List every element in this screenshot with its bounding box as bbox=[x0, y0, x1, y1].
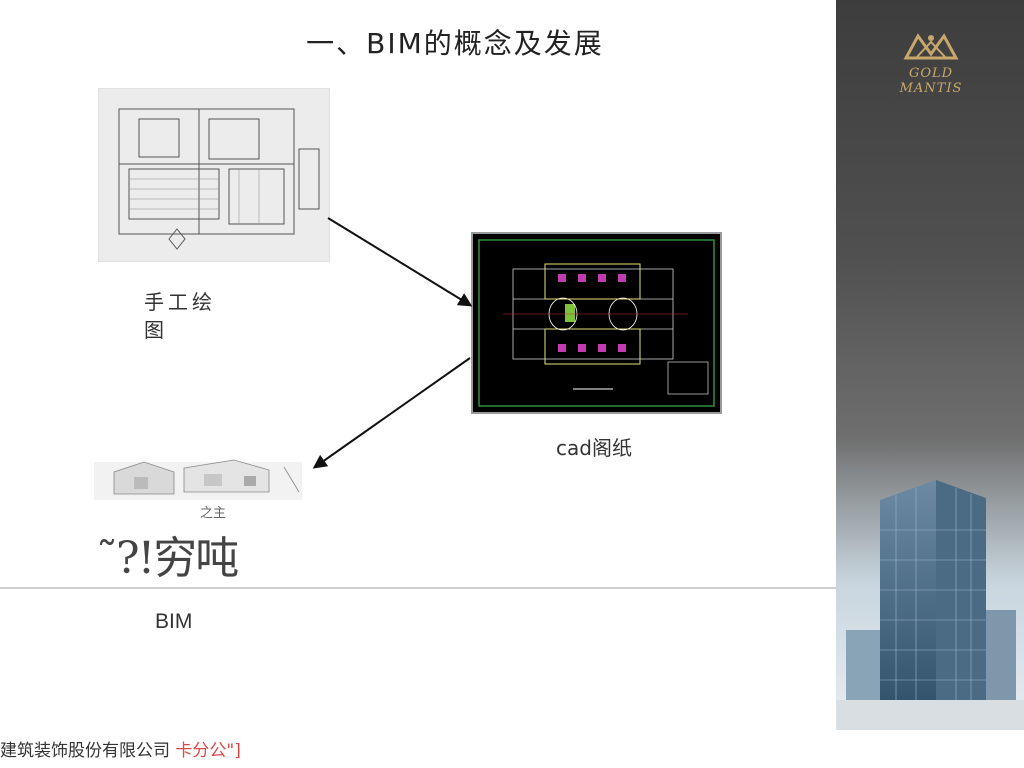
hand-drawing-label: 手工绘图 bbox=[144, 290, 216, 342]
hand-drawing-image bbox=[98, 88, 330, 262]
footer-company: 建筑装饰股份有限公司 卡分公"] bbox=[0, 736, 241, 761]
footer-branch: 卡分公"] bbox=[175, 741, 241, 761]
bim-model-image bbox=[94, 432, 302, 500]
slide-title: 一、BIM的概念及发展 bbox=[306, 27, 604, 60]
flow-arrows bbox=[312, 217, 473, 469]
arrow-cad-to-bim bbox=[312, 357, 471, 469]
mantis-emblem-icon bbox=[903, 33, 959, 60]
cad-drawing-image bbox=[471, 232, 722, 414]
section-divider bbox=[0, 587, 836, 589]
company-logo: GOLD MANTIS bbox=[876, 28, 986, 98]
building-photo bbox=[836, 480, 1024, 730]
footer-company-name: 建筑装饰股份有限公司 bbox=[0, 741, 170, 761]
arrow-hand-to-cad bbox=[327, 217, 473, 307]
logo-wordmark: GOLD MANTIS bbox=[899, 66, 963, 96]
bim-label: BIM bbox=[155, 610, 193, 633]
bim-note-text: 之主 bbox=[200, 506, 227, 521]
cad-drawing-label: cad阁纸 bbox=[556, 436, 632, 460]
bim-garbled-text: ˜?!穷吨 bbox=[96, 533, 239, 584]
brand-panel: GOLD MANTIS bbox=[836, 0, 1024, 730]
